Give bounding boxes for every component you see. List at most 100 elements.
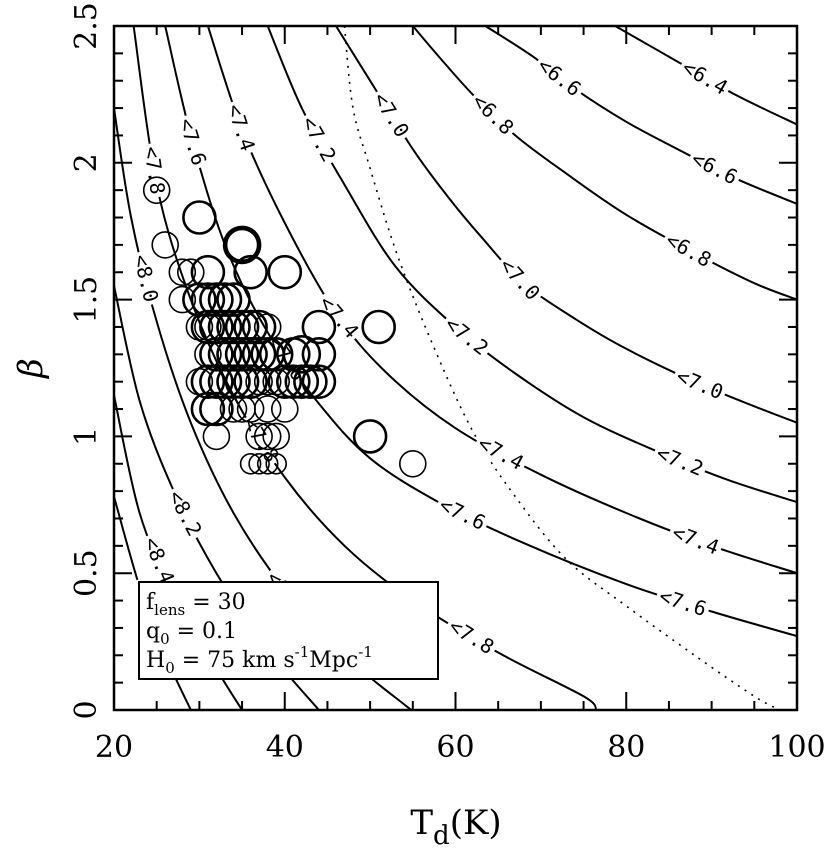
x-tick-label: 40: [266, 730, 304, 765]
data-point: [202, 422, 231, 451]
contour-label-text: <7.4: [222, 101, 260, 154]
data-point: [199, 364, 234, 400]
data-point: [224, 364, 260, 400]
data-point: [352, 419, 388, 454]
data-point: [168, 258, 197, 287]
data-point: [301, 309, 337, 345]
contour-label-bg: [670, 363, 730, 405]
data-points: [142, 176, 427, 478]
contour-label-bg: [666, 519, 725, 560]
contour-label: <6.6: [685, 145, 744, 190]
contour-line-7-8: [132, 26, 598, 710]
data-point: [267, 254, 303, 290]
contour-label: <6.8: [659, 226, 718, 273]
contour-label: <7.0: [367, 85, 415, 144]
contour-label-bg: [442, 612, 501, 660]
contour-label-bg: [493, 251, 547, 307]
data-point: [265, 452, 288, 475]
contour-label: <7.6: [174, 112, 211, 171]
contour-label-bg: [162, 484, 208, 543]
data-point: [216, 309, 251, 345]
data-point: [241, 309, 277, 345]
y-tick-label: 0: [69, 700, 104, 719]
data-point: [207, 364, 243, 400]
data-point: [190, 364, 226, 400]
contour-label-bg: [685, 145, 744, 190]
legend-h0: H0 = 75 km s-1Mpc-1: [146, 643, 373, 677]
contour-label-text: <6.6: [688, 146, 742, 189]
contour-label-bg: [139, 141, 170, 199]
legend-flens-main: f: [146, 590, 156, 615]
y-tick-label: 2: [69, 153, 104, 172]
contour-label: <7.2: [296, 109, 342, 168]
contour-line-6-6: [484, 26, 797, 205]
x-tick-label: 20: [95, 730, 133, 765]
contour-label-bg: [531, 51, 588, 103]
x-tick-label: 60: [436, 730, 474, 765]
contour-label-text: <8.2: [163, 486, 207, 540]
data-point: [284, 364, 320, 400]
contour-label: <8.0: [128, 249, 164, 308]
data-point: [168, 285, 197, 314]
legend-q0-sub: 0: [160, 630, 170, 648]
axis-ticks: [113, 25, 798, 711]
x-axis-title-unit: (K): [450, 803, 502, 843]
contour-label-text: <8.0: [129, 252, 164, 305]
legend-q0-main: q: [146, 619, 160, 644]
data-point: [245, 422, 273, 451]
contour-label: <7.6: [433, 491, 492, 536]
legend-q0-value: = 0.1: [170, 619, 237, 644]
data-point: [253, 367, 282, 396]
contour-label-text: <7.6: [174, 115, 211, 168]
data-point: [222, 225, 262, 265]
data-point: [248, 452, 270, 475]
contour-label: <6.4: [676, 54, 734, 101]
data-point: [224, 336, 260, 372]
contour-label: <7.4: [666, 519, 725, 560]
data-point: [253, 422, 282, 451]
y-tick-label: 2.5: [69, 2, 104, 50]
data-point: [216, 364, 251, 400]
data-point: [199, 282, 234, 317]
data-point: [199, 391, 234, 427]
contour-label-text: <7.4: [669, 520, 723, 560]
data-point: [182, 200, 217, 235]
y-axis-title: β: [11, 358, 51, 380]
contour-line-7-6: [164, 26, 797, 638]
contour-label-bg: [471, 430, 530, 476]
data-point: [293, 364, 328, 400]
data-point: [245, 367, 273, 396]
data-point: [207, 282, 243, 317]
legend-h0-mid: Mpc: [309, 648, 358, 673]
data-point: [216, 336, 251, 372]
data-point: [361, 309, 397, 345]
legend-box: flens = 30 q0 = 0.1 H0 = 75 km s-1Mpc-1: [138, 581, 439, 680]
contour-label-bg: [433, 491, 492, 536]
legend-h0-sup1: -1: [295, 643, 310, 661]
contour-line-6-8: [412, 26, 797, 301]
data-point: [256, 452, 279, 475]
data-point: [207, 309, 243, 345]
contour-label-text: <7.6: [436, 492, 490, 535]
contour-label-bg: [138, 531, 180, 590]
contour-label-text: <7.2: [653, 441, 707, 481]
x-axis-title-sub: d: [433, 821, 450, 851]
contour-label: <8.2: [162, 484, 208, 543]
contour-label-text: <7.2: [297, 112, 341, 166]
data-point: [190, 254, 226, 290]
data-point: [275, 364, 311, 400]
contour-line-7-4: [206, 26, 797, 575]
y-tick-label: 1: [69, 427, 104, 446]
data-point: [241, 336, 277, 372]
contour-label-bg: [222, 98, 261, 157]
data-point: [398, 449, 427, 478]
contour-label: <7.4: [471, 430, 530, 476]
contour-label: <7.6: [653, 584, 712, 621]
data-point: [267, 364, 303, 400]
data-point: [253, 395, 282, 423]
legend-h0-main: H: [146, 648, 165, 673]
y-tick-label: 0.5: [69, 549, 104, 597]
contour-label: <6.6: [531, 51, 588, 103]
contour-label-bg: [128, 249, 164, 308]
